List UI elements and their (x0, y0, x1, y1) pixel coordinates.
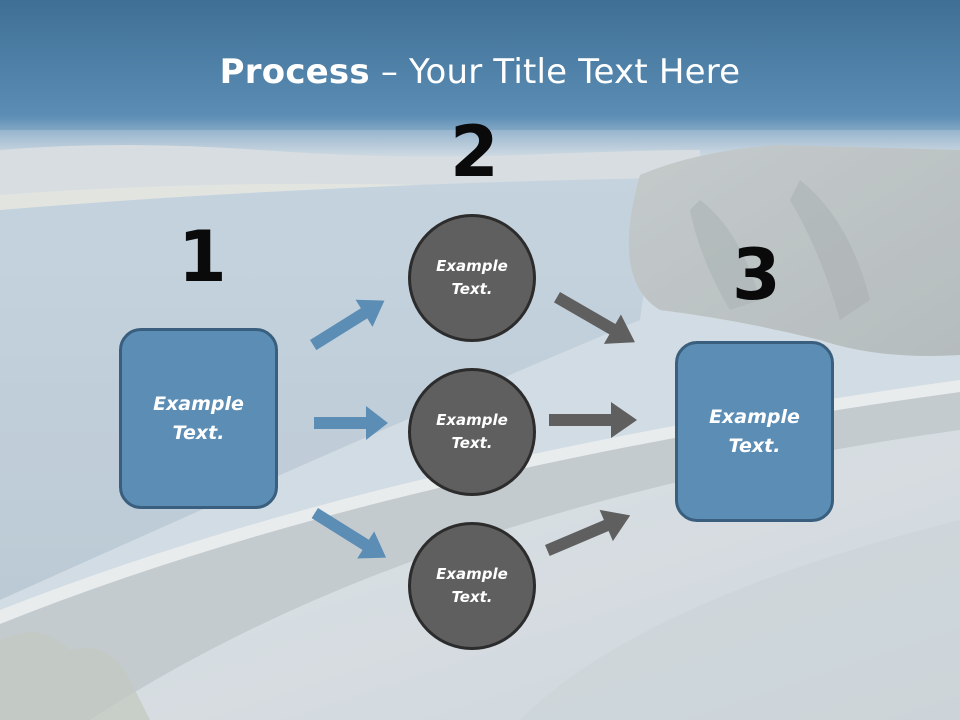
process-circle-top[interactable]: Example Text. (408, 214, 536, 342)
box-end-text: Example Text. (709, 405, 800, 457)
blue-arrow-up (310, 299, 385, 351)
step-number-2: 2 (450, 111, 499, 193)
blue-arrow-down (311, 508, 387, 559)
box-start-text: Example Text. (153, 392, 244, 444)
circle-middle-text: Example Text. (436, 411, 508, 452)
title-dash: – (369, 52, 410, 92)
process-box-start[interactable]: Example Text. (119, 328, 278, 509)
title-bold: Process (219, 52, 370, 92)
slide-title: Process – Your Title Text Here (0, 52, 960, 92)
process-circle-bottom[interactable]: Example Text. (408, 522, 536, 650)
gray-arrow-up (545, 509, 631, 557)
process-circle-middle[interactable]: Example Text. (408, 368, 536, 496)
blue-arrow-middle (314, 406, 388, 440)
circle-bottom-text: Example Text. (436, 565, 508, 606)
step-number-1: 1 (178, 216, 227, 298)
process-box-end[interactable]: Example Text. (675, 341, 834, 522)
step-number-3: 3 (732, 234, 781, 316)
gray-arrow-down (554, 292, 635, 344)
circle-top-text: Example Text. (436, 257, 508, 298)
gray-arrow-middle (549, 402, 637, 438)
title-rest: Your Title Text Here (409, 52, 741, 92)
